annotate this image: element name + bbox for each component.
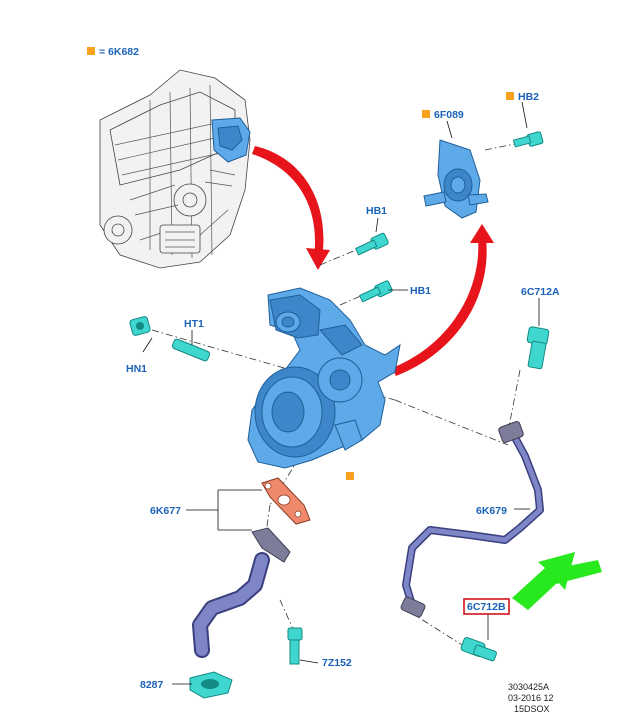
legend-text: = 6K682	[99, 46, 139, 58]
label-hb2: HB2	[518, 91, 539, 103]
orange-marker-turbo	[346, 472, 354, 480]
bolt-hb1-top	[355, 232, 389, 256]
engine-illustration	[99, 69, 251, 269]
bolt-6c712b	[460, 637, 497, 662]
bolt-hb2	[512, 131, 544, 148]
nut-hn1	[129, 316, 151, 336]
bolt-6c712a	[526, 326, 550, 370]
label-8287: 8287	[140, 679, 164, 691]
footer-date: 03-2016 12	[508, 693, 554, 703]
oil-return-pipe	[189, 527, 291, 699]
footer-code: 3030425A	[508, 682, 549, 692]
oil-feed-pipe	[400, 421, 544, 618]
leader-lines	[142, 101, 540, 685]
stud-ht1	[171, 338, 211, 362]
footer-model: 15DSOX	[514, 704, 550, 714]
legend: = 6K682	[87, 46, 139, 58]
green-pointer-arrow	[512, 552, 602, 610]
actuator-6f089	[423, 139, 489, 219]
bolt-7z152	[287, 627, 303, 665]
label-ht1: HT1	[184, 318, 204, 330]
label-hn1: HN1	[126, 363, 147, 375]
label-6c712a: 6C712A	[521, 286, 560, 298]
orange-marker-hb2	[506, 92, 514, 100]
label-hb1-mid: HB1	[410, 285, 431, 297]
bolt-hb1-mid	[359, 280, 393, 303]
label-7z152: 7Z152	[322, 657, 352, 669]
red-arrow-to-turbo	[252, 146, 330, 270]
highlight-box-6c712b	[463, 598, 510, 615]
orange-marker-6f089	[422, 110, 430, 118]
gasket-6k677	[261, 477, 311, 525]
label-6k677: 6K677	[150, 505, 181, 517]
legend-swatch	[87, 47, 95, 55]
label-hb1-top: HB1	[366, 205, 387, 217]
turbocharger	[247, 287, 401, 469]
label-6f089: 6F089	[434, 109, 464, 121]
label-6c712b: 6C712B	[467, 601, 506, 613]
red-arrow-to-actuator	[392, 224, 494, 376]
label-6k679: 6K679	[476, 505, 507, 517]
